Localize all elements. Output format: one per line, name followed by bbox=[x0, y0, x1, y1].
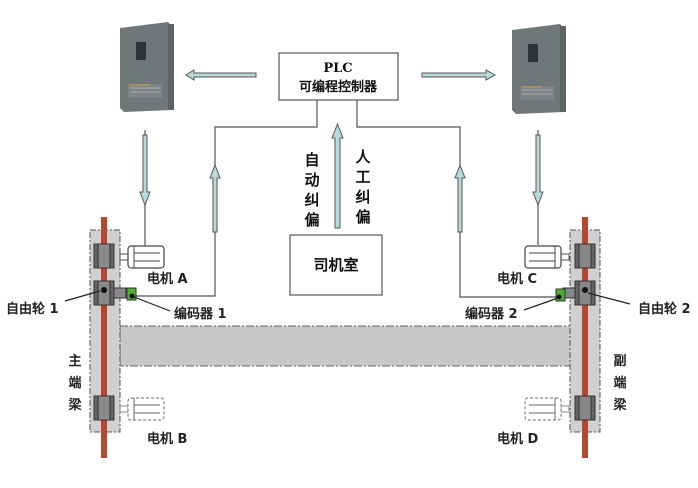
free-wheel-2-label: 自由轮 2 bbox=[638, 301, 691, 317]
svg-text:梁: 梁 bbox=[612, 397, 627, 413]
motor-a-label: 电机 A bbox=[147, 271, 188, 287]
wheel-a-icon bbox=[93, 243, 115, 269]
svg-text:偏: 偏 bbox=[304, 211, 319, 229]
cab-to-plc-arrow-icon bbox=[331, 122, 344, 229]
free-wheel-2-icon bbox=[562, 280, 596, 306]
svg-text:梁: 梁 bbox=[67, 397, 82, 413]
plc-label: PLC bbox=[323, 61, 352, 76]
wheel-d-icon bbox=[574, 395, 596, 421]
svg-text:纠: 纠 bbox=[355, 188, 370, 206]
encoder1-up-arrow-icon bbox=[209, 163, 221, 233]
plc-to-right-inverter-arrow-icon bbox=[421, 69, 497, 81]
motor-a-icon bbox=[119, 245, 165, 269]
svg-text:主: 主 bbox=[68, 353, 81, 369]
wheel-c-icon bbox=[574, 243, 596, 269]
motor-b-label: 电机 B bbox=[147, 431, 187, 447]
svg-text:自: 自 bbox=[304, 151, 319, 169]
svg-text:副: 副 bbox=[613, 354, 626, 369]
free-wheel-1-icon bbox=[93, 280, 127, 306]
svg-text:偏: 偏 bbox=[355, 208, 370, 226]
secondary-end-beam-label: 副 端 梁 bbox=[612, 354, 627, 413]
svg-text:端: 端 bbox=[68, 375, 81, 391]
motor-d-label: 电机 D bbox=[497, 431, 539, 447]
svg-text:人: 人 bbox=[355, 148, 371, 166]
plc-to-left-inverter-arrow-icon bbox=[185, 69, 257, 81]
wheel-b-icon bbox=[93, 395, 115, 421]
encoder-1-icon bbox=[126, 287, 137, 301]
motor-c-icon bbox=[524, 245, 570, 269]
left-down-arrow-icon bbox=[139, 134, 151, 207]
encoder-1-label: 编码器 1 bbox=[174, 306, 227, 322]
right-inverter-icon bbox=[511, 23, 567, 115]
svg-text:端: 端 bbox=[613, 375, 626, 391]
svg-text:动: 动 bbox=[304, 171, 319, 189]
right-down-arrow-icon bbox=[532, 134, 544, 207]
svg-text:工: 工 bbox=[355, 168, 370, 186]
manual-correction-label: 人 工 纠 偏 bbox=[355, 148, 371, 226]
motor-c-label: 电机 C bbox=[497, 271, 537, 287]
svg-text:纠: 纠 bbox=[304, 191, 319, 209]
driver-cab-box: 司机室 bbox=[289, 234, 383, 296]
encoder-2-icon bbox=[555, 288, 566, 302]
free-wheel-1-label: 自由轮 1 bbox=[6, 301, 59, 317]
svg-text:司机室: 司机室 bbox=[313, 256, 358, 274]
left-rail bbox=[101, 217, 107, 458]
auto-correction-label: 自 动 纠 偏 bbox=[304, 151, 319, 229]
right-rail bbox=[582, 217, 588, 458]
motor-d-icon bbox=[524, 397, 570, 421]
motor-b-icon bbox=[119, 397, 165, 421]
main-end-beam-label: 主 端 梁 bbox=[67, 353, 82, 413]
bridge-beam bbox=[119, 325, 579, 367]
encoder2-up-arrow-icon bbox=[454, 163, 466, 233]
encoder-2-label: 编码器 2 bbox=[465, 306, 518, 322]
plc-box: PLC 可编程控制器 bbox=[278, 52, 399, 101]
left-inverter-icon bbox=[119, 21, 175, 113]
plc-subtitle: 可编程控制器 bbox=[299, 79, 378, 95]
